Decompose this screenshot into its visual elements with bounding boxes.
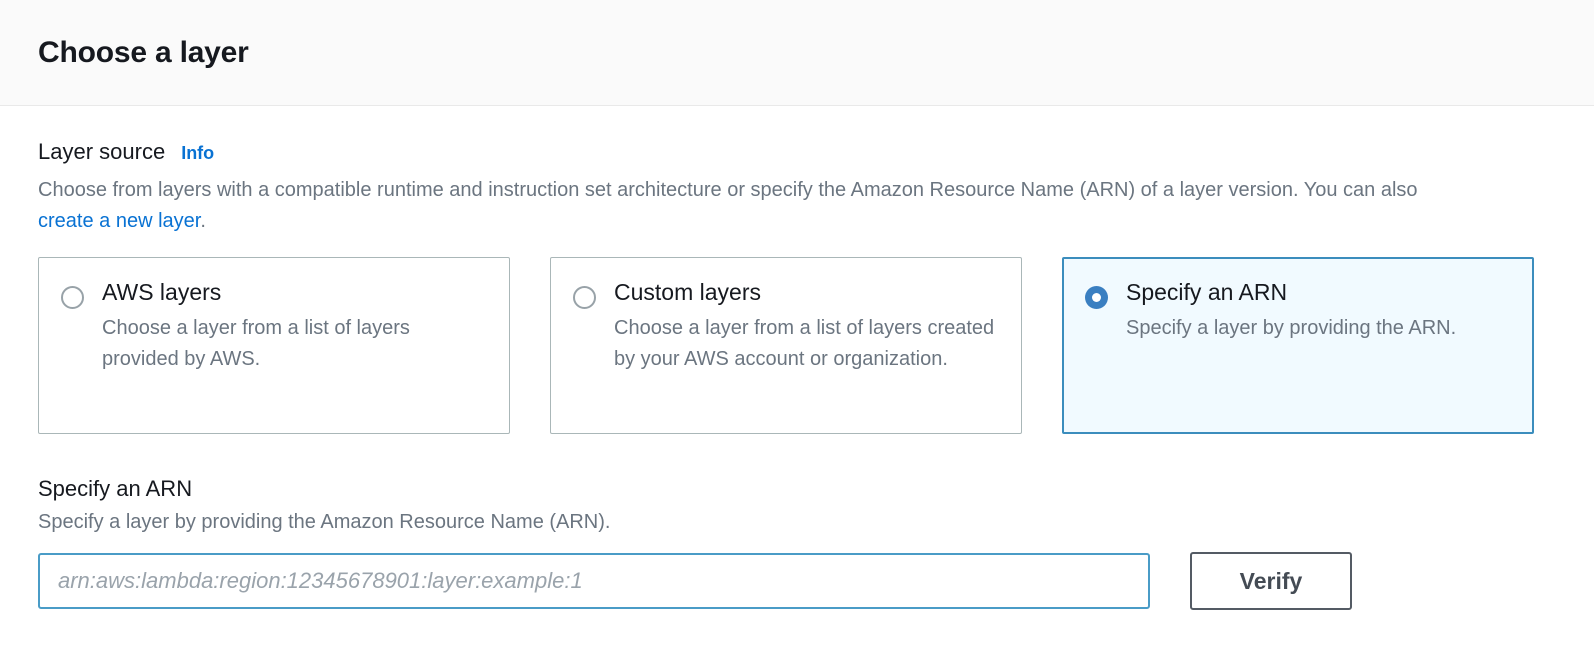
radio-card-specify-an-arn[interactable]: Specify an ARN Specify a layer by provid… bbox=[1062, 257, 1534, 434]
info-link[interactable]: Info bbox=[181, 143, 215, 163]
layer-source-description-text-2: . bbox=[200, 210, 206, 232]
radio-card-custom-layers-title: Custom layers bbox=[614, 279, 761, 305]
layer-source-options: AWS layers Choose a layer from a list of… bbox=[38, 257, 1556, 434]
radio-card-specify-an-arn-description: Specify a layer by providing the ARN. bbox=[1126, 317, 1457, 340]
panel-header: Choose a layer bbox=[0, 0, 1594, 106]
specify-arn-section: Specify an ARN Specify a layer by provid… bbox=[38, 476, 1556, 610]
verify-button[interactable]: Verify bbox=[1190, 552, 1352, 610]
page-title: Choose a layer bbox=[38, 35, 249, 69]
radio-card-custom-layers-text: Custom layers Choose a layer from a list… bbox=[614, 279, 1001, 413]
radio-card-aws-layers-text: AWS layers Choose a layer from a list of… bbox=[102, 279, 489, 413]
layer-source-label: Layer source bbox=[38, 139, 166, 164]
radio-card-specify-an-arn-title: Specify an ARN bbox=[1126, 279, 1288, 305]
radio-icon-aws-layers[interactable] bbox=[61, 286, 84, 309]
layer-source-description: Choose from layers with a compatible run… bbox=[38, 175, 1478, 237]
radio-card-specify-an-arn-text: Specify an ARN Specify a layer by provid… bbox=[1126, 279, 1513, 413]
radio-card-aws-layers[interactable]: AWS layers Choose a layer from a list of… bbox=[38, 257, 510, 434]
radio-icon-custom-layers[interactable] bbox=[573, 286, 596, 309]
create-a-new-layer-link[interactable]: create a new layer bbox=[38, 210, 201, 232]
panel-body: Layer source Info Choose from layers wit… bbox=[0, 106, 1594, 666]
radio-card-custom-layers[interactable]: Custom layers Choose a layer from a list… bbox=[550, 257, 1022, 434]
radio-card-aws-layers-title: AWS layers bbox=[102, 279, 222, 305]
radio-card-custom-layers-description: Choose a layer from a list of layers cre… bbox=[614, 317, 995, 371]
arn-input[interactable] bbox=[38, 553, 1150, 609]
radio-icon-specify-an-arn[interactable] bbox=[1085, 286, 1108, 309]
layer-source-description-text-1: Choose from layers with a compatible run… bbox=[38, 179, 1418, 201]
specify-arn-heading: Specify an ARN bbox=[38, 476, 193, 501]
specify-arn-subtext: Specify a layer by providing the Amazon … bbox=[38, 511, 611, 533]
radio-card-aws-layers-description: Choose a layer from a list of layers pro… bbox=[102, 317, 410, 371]
arn-input-row: Verify bbox=[38, 552, 1556, 610]
layer-source-label-row: Layer source Info bbox=[38, 139, 1556, 165]
